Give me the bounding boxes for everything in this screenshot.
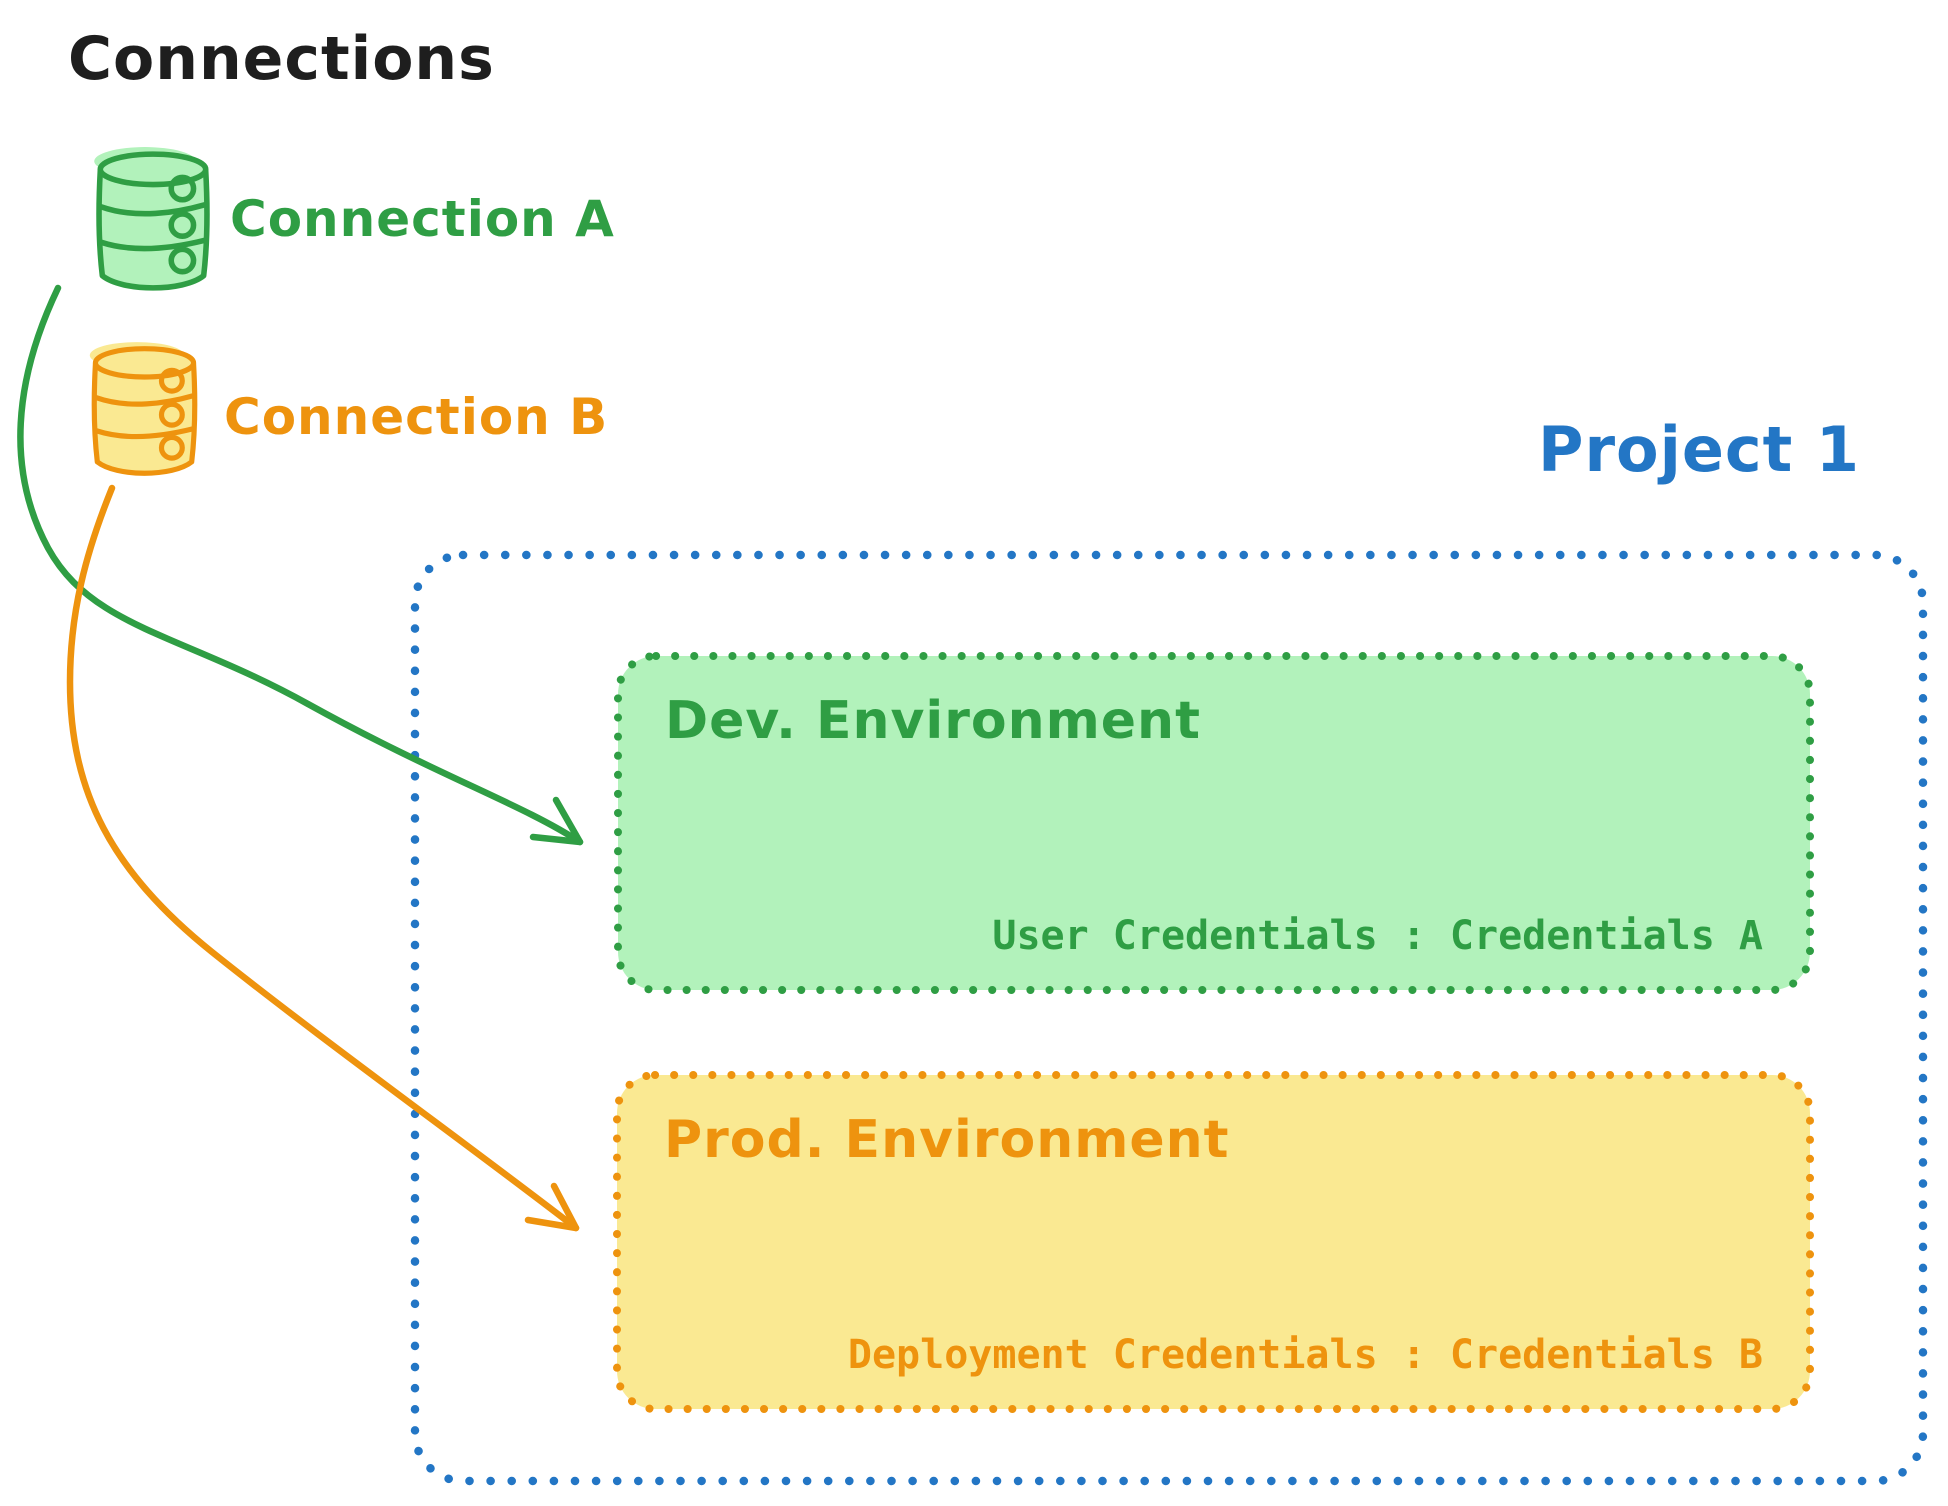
project-title: Project 1: [1538, 413, 1861, 486]
project-box: [410, 550, 1928, 1486]
connections-title: Connections: [68, 24, 495, 94]
prod-credentials-text: Deployment Credentials : Credentials B: [847, 1332, 1763, 1378]
dev-environment-title: Dev. Environment: [665, 691, 1201, 751]
prod-environment-title: Prod. Environment: [664, 1110, 1230, 1170]
connection-a-database-icon: [94, 147, 210, 291]
connection-b-database-icon: [89, 342, 198, 476]
connection-a-label: Connection A: [230, 190, 615, 248]
prod-environment-box: Prod. Environment Deployment Credentials…: [612, 1070, 1815, 1414]
dev-environment-border: [614, 652, 1814, 994]
dev-environment-box: Dev. Environment User Credentials : Cred…: [613, 651, 1815, 995]
prod-environment-border: [613, 1071, 1814, 1413]
project-box-border: [410, 550, 1928, 1486]
dev-credentials-text: User Credentials : Credentials A: [992, 913, 1763, 959]
connection-b-label: Connection B: [224, 388, 609, 446]
